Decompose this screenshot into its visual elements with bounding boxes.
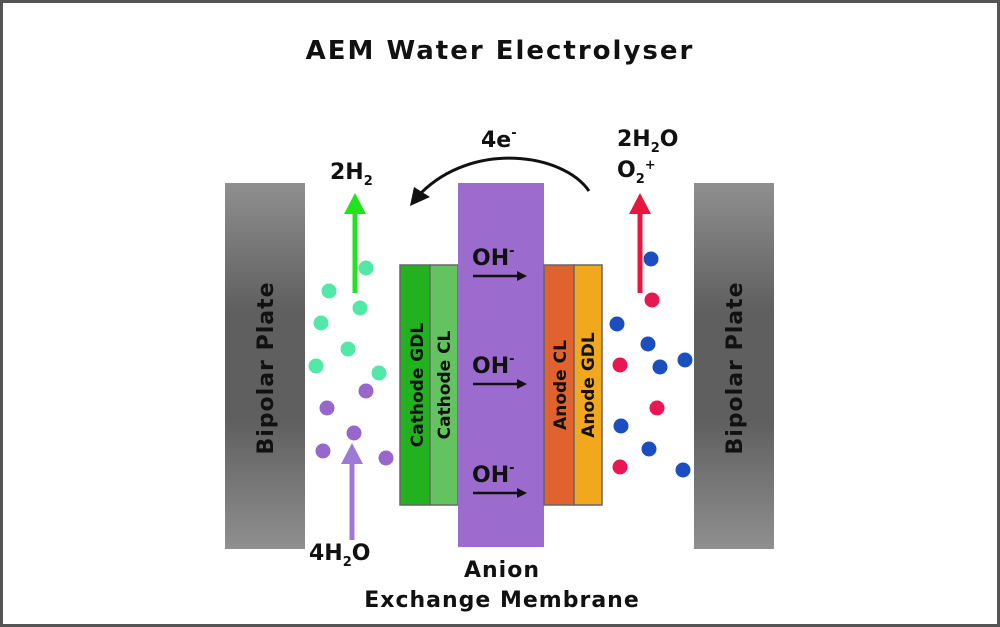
anode-cl bbox=[543, 264, 575, 506]
left-bipolar-plate bbox=[225, 183, 305, 549]
water-molecule bbox=[319, 400, 335, 416]
oxygen-arrowhead bbox=[629, 193, 651, 214]
hydroxide-ion-2: OH- bbox=[472, 352, 527, 389]
red-particle bbox=[644, 292, 660, 308]
blue-particle bbox=[640, 336, 656, 352]
electrolyser-diagram: AEM Water Electrolyser Bipolar Plate Bip… bbox=[225, 36, 774, 613]
hydrogen-arrowhead bbox=[344, 193, 366, 214]
blue-particle bbox=[609, 316, 625, 332]
cathode-gdl-label: Cathode GDL bbox=[408, 323, 428, 448]
red-particle bbox=[649, 400, 665, 416]
blue-particle bbox=[675, 462, 691, 478]
svg-text:OH-: OH- bbox=[472, 244, 515, 271]
membrane-label-line1: Anion bbox=[464, 558, 540, 583]
hydrogen-bubble bbox=[358, 260, 374, 276]
diagram-title: AEM Water Electrolyser bbox=[306, 36, 695, 66]
hydrogen-bubble bbox=[340, 341, 356, 357]
blue-particle bbox=[677, 352, 693, 368]
hydrogen-product-label: 2H2 bbox=[330, 160, 373, 189]
red-particle bbox=[612, 357, 628, 373]
svg-text:OH-: OH- bbox=[472, 461, 515, 488]
electron-flow-arrow bbox=[419, 156, 591, 195]
blue-particle bbox=[641, 441, 657, 457]
water-molecules bbox=[315, 383, 394, 466]
blue-particle bbox=[643, 251, 659, 267]
electron-label: 4e- bbox=[481, 126, 517, 153]
water-molecule bbox=[378, 450, 394, 466]
hydrogen-bubble bbox=[321, 283, 337, 299]
water-molecule bbox=[315, 443, 331, 459]
left-plate-label: Bipolar Plate bbox=[254, 281, 279, 454]
blue-particle bbox=[652, 359, 668, 375]
oxygen-product-label: O2+ bbox=[617, 158, 656, 187]
hydroxide-ion-1: OH- bbox=[472, 244, 527, 281]
hydroxide-ion-3: OH- bbox=[472, 461, 527, 498]
hydrogen-bubble bbox=[308, 358, 324, 374]
anode-gdl-label: Anode GDL bbox=[579, 332, 599, 438]
anode-cl-label: Anode CL bbox=[551, 340, 571, 430]
anion-exchange-membrane bbox=[458, 183, 544, 547]
anode-gdl bbox=[573, 264, 603, 506]
cathode-gdl bbox=[399, 264, 431, 506]
right-bipolar-plate bbox=[694, 183, 774, 549]
hydrogen-bubble bbox=[313, 315, 329, 331]
membrane-label-line2: Exchange Membrane bbox=[364, 588, 640, 613]
svg-text:OH-: OH- bbox=[472, 352, 515, 379]
anode-water-product-label: 2H2O bbox=[617, 127, 678, 156]
water-molecule bbox=[358, 383, 374, 399]
anode-red-particles bbox=[612, 292, 665, 475]
water-reactant-label: 4H2O bbox=[309, 541, 370, 570]
anode-blue-particles bbox=[609, 251, 693, 478]
hydrogen-bubbles bbox=[308, 260, 387, 381]
hydrogen-bubble bbox=[352, 300, 368, 316]
red-particle bbox=[612, 459, 628, 475]
water-inflow-arrowhead bbox=[341, 443, 363, 464]
water-molecule bbox=[346, 425, 362, 441]
blue-particle bbox=[613, 418, 629, 434]
right-plate-label: Bipolar Plate bbox=[723, 281, 748, 454]
cathode-cl-label: Cathode CL bbox=[435, 330, 455, 439]
hydrogen-bubble bbox=[371, 365, 387, 381]
electron-arrowhead bbox=[410, 187, 430, 206]
